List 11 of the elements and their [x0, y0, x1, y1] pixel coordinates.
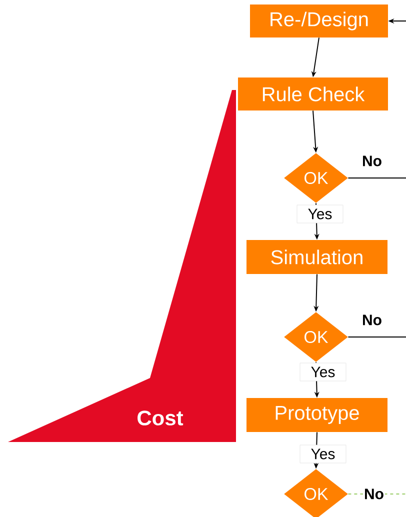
cost-wedge: Cost: [8, 90, 236, 442]
process-box: Re-/Design: [250, 4, 388, 38]
process-box: Simulation: [246, 240, 388, 274]
edge-label: No: [363, 488, 385, 500]
edge-label: Yes: [300, 444, 346, 464]
edge-label: No: [363, 314, 382, 326]
process-box: Rule Check: [238, 78, 388, 110]
process-box: Prototype: [246, 398, 388, 432]
edge-label: Yes: [300, 362, 346, 382]
edge-label: Yes: [296, 204, 344, 224]
edge-label: No: [363, 156, 382, 166]
